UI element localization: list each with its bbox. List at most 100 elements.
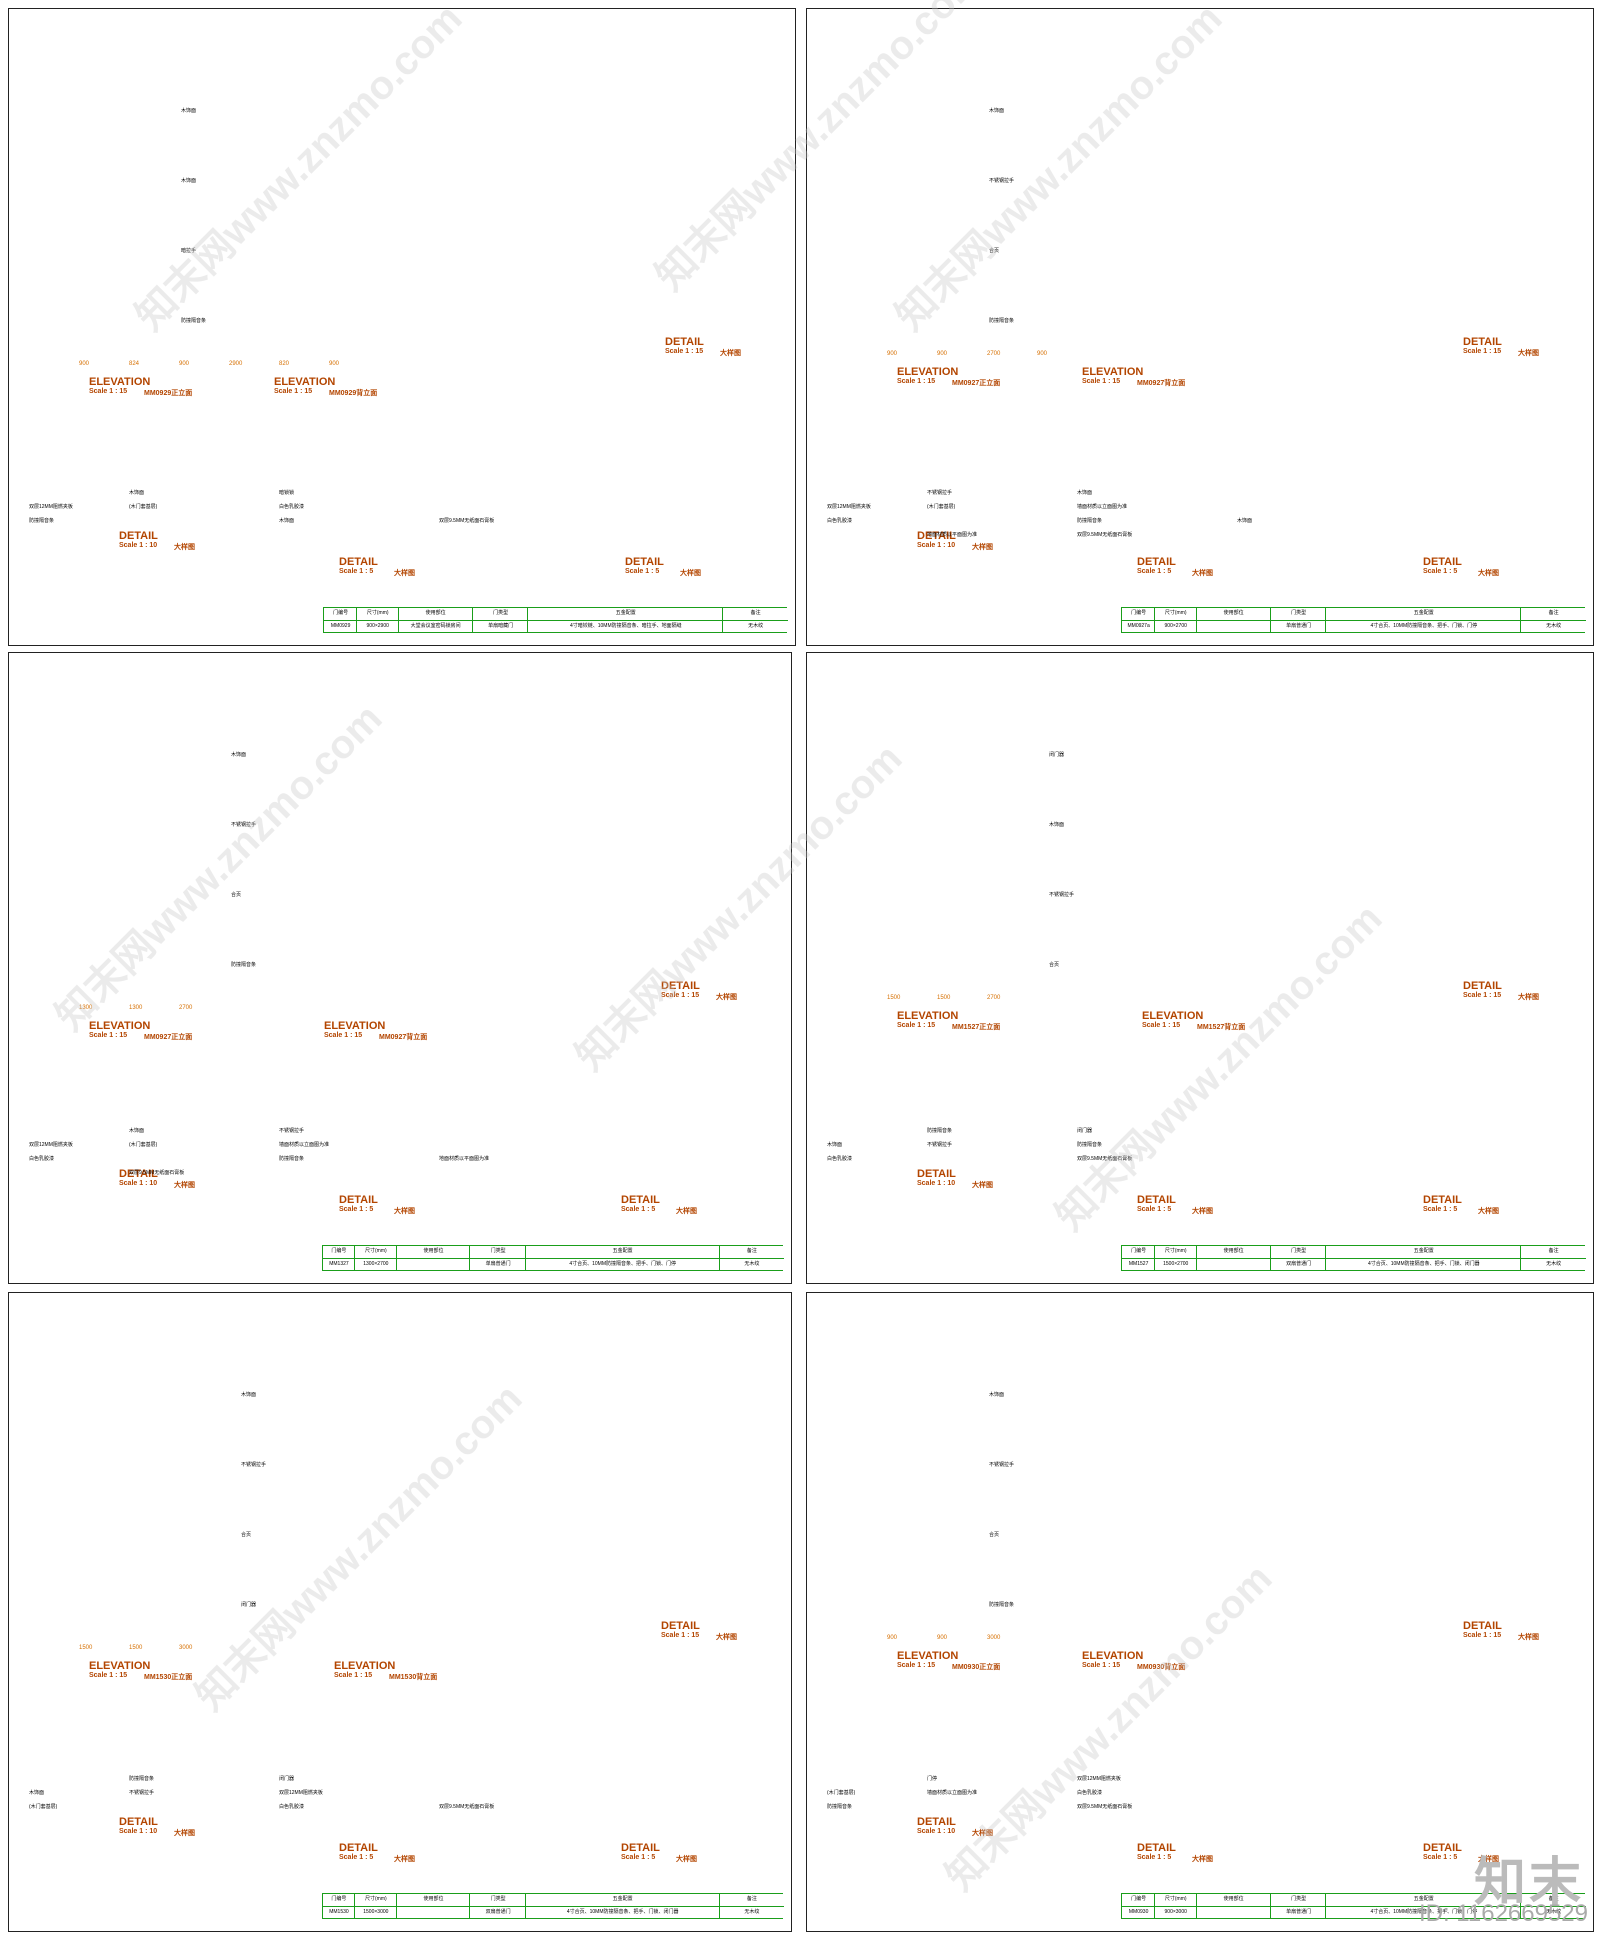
scale-label-4: Scale 1 : 10: [917, 1828, 956, 1835]
view-title-4: DETAIL: [917, 1816, 956, 1828]
scale-label-1: Scale 1 : 15: [897, 1022, 936, 1029]
material-note-9: 墙面材质以立面图为准: [1077, 504, 1128, 510]
drawing-name-5: 大样图: [1192, 1208, 1213, 1215]
title-block-header-3: 使用部位: [395, 1894, 471, 1906]
scale-label-2: Scale 1 : 15: [1082, 1662, 1121, 1669]
view-title-3: DETAIL: [665, 336, 704, 348]
view-title-1: ELEVATION: [89, 1020, 151, 1032]
material-note-4: 合页: [1049, 962, 1060, 968]
material-note-1: 木饰面: [989, 108, 1005, 114]
material-note-8: (木门套基层): [129, 504, 158, 510]
title-block-value-2: 900×2900: [355, 620, 399, 633]
view-title-6: DETAIL: [625, 556, 664, 568]
material-note-9: 白色乳胶漆: [1077, 1790, 1103, 1796]
material-note-10: 白色乳胶漆: [827, 1156, 853, 1162]
title-block-header-5: 五金配置: [1325, 1894, 1521, 1906]
dimension-3: 2700: [179, 1005, 193, 1011]
title-block-header-5: 五金配置: [1325, 608, 1521, 620]
title-block-header-4: 门类型: [471, 608, 529, 620]
title-block-header-6: 备注: [1520, 608, 1586, 620]
material-note-8: (木门套基层): [927, 504, 956, 510]
title-block-value-1: MM0930: [1121, 1906, 1155, 1919]
title-block-header-1: 门编号: [323, 608, 356, 620]
scale-label-6: Scale 1 : 5: [1423, 1854, 1458, 1861]
material-note-2: 不锈钢拉手: [241, 1462, 267, 1468]
view-title-3: DETAIL: [1463, 1620, 1502, 1632]
drawing-name-5: 大样图: [394, 1856, 415, 1863]
view-title-5: DETAIL: [1137, 556, 1176, 568]
material-note-7: 双层12MM阻燃夹板: [29, 1142, 73, 1148]
title-block-value-4: 单扇普通门: [1269, 1906, 1327, 1919]
view-title-3: DETAIL: [1463, 336, 1502, 348]
drawing-name-1: MM0927正立面: [144, 1034, 193, 1041]
dimension-3: 2700: [987, 995, 1001, 1001]
drawing-name-5: 大样图: [1192, 570, 1213, 577]
material-note-10: 防撞隔音条: [29, 518, 55, 524]
dimension-2: 824: [129, 361, 140, 367]
material-note-2: 不锈钢拉手: [231, 822, 257, 828]
title-block-header-5: 五金配置: [524, 1246, 720, 1258]
dimension-1: 900: [887, 1635, 898, 1641]
material-note-11: 双层9.5MM无纸面石膏板: [1077, 1804, 1133, 1810]
material-note-11: 防撞隔音条: [1077, 518, 1103, 524]
material-note-5: 防撞隔音条: [927, 1128, 953, 1134]
material-note-4: 闭门器: [241, 1602, 257, 1608]
dimension-2: 1300: [129, 1005, 143, 1011]
dimension-2: 900: [937, 351, 948, 357]
scale-label-3: Scale 1 : 15: [665, 348, 704, 355]
dimension-3: 900: [179, 361, 190, 367]
view-title-2: ELEVATION: [274, 376, 336, 388]
drawing-name-6: 大样图: [1478, 1856, 1499, 1863]
material-note-3: 合页: [231, 892, 242, 898]
drawing-name-6: 大样图: [680, 570, 701, 577]
drawing-name-4: 大样图: [972, 1182, 993, 1189]
title-block-header-4: 门类型: [1269, 608, 1327, 620]
view-title-1: ELEVATION: [897, 366, 959, 378]
drawing-name-2: MM0927背立面: [379, 1034, 428, 1041]
view-title-4: DETAIL: [119, 1816, 158, 1828]
material-note-3: 暗拉手: [181, 248, 197, 254]
title-block-header-3: 使用部位: [1195, 1246, 1271, 1258]
dimension-1: 1500: [79, 1645, 93, 1651]
view-title-4: DETAIL: [119, 530, 158, 542]
view-title-4: DETAIL: [917, 530, 956, 542]
view-title-1: ELEVATION: [89, 376, 151, 388]
drawing-name-2: MM0927背立面: [1137, 380, 1186, 387]
title-block-header-6: 备注: [722, 608, 788, 620]
material-note-11: 白色乳胶漆: [279, 1804, 305, 1810]
dimension-1: 1500: [887, 995, 901, 1001]
drawing-name-6: 大样图: [676, 1856, 697, 1863]
drawing-name-5: 大样图: [1192, 1856, 1213, 1863]
dimension-3: 3000: [179, 1645, 193, 1651]
material-note-1: 木饰面: [989, 1392, 1005, 1398]
drawing-name-1: MM0927正立面: [952, 380, 1001, 387]
material-note-5: 木饰面: [129, 1128, 145, 1134]
material-note-10: 白色乳胶漆: [827, 518, 853, 524]
title-block-header-4: 门类型: [469, 1894, 525, 1906]
title-block-value-5: 4寸合页、10MM防撞隔音条、把手、门锁、门停: [1325, 620, 1522, 633]
material-note-7: 木饰面: [29, 1790, 45, 1796]
scale-label-3: Scale 1 : 15: [661, 1632, 700, 1639]
title-block-value-4: 单扇普通门: [469, 1258, 526, 1271]
dimension-1: 900: [79, 361, 90, 367]
view-title-3: DETAIL: [661, 1620, 700, 1632]
scale-label-5: Scale 1 : 5: [1137, 1206, 1172, 1213]
view-title-2: ELEVATION: [1082, 366, 1144, 378]
view-title-1: ELEVATION: [89, 1660, 151, 1672]
title-block-header-1: 门编号: [1121, 608, 1154, 620]
view-title-5: DETAIL: [1137, 1842, 1176, 1854]
title-block-value-5: 4寸合页、10MM防撞隔音条、把手、门锁、闭门器: [524, 1906, 720, 1919]
material-note-6: 不锈钢拉手: [279, 1128, 305, 1134]
drawing-name-6: 大样图: [676, 1208, 697, 1215]
scale-label-1: Scale 1 : 15: [897, 378, 936, 385]
drawing-name-6: 大样图: [1478, 570, 1499, 577]
material-note-12: 双层9.5MM无纸面石膏板: [439, 518, 495, 524]
drawing-name-3: 大样图: [720, 350, 741, 357]
view-title-2: ELEVATION: [1142, 1010, 1204, 1022]
title-block-value-4: 双扇普通门: [469, 1906, 526, 1919]
view-title-6: DETAIL: [621, 1194, 660, 1206]
material-note-2: 木饰面: [181, 178, 197, 184]
material-note-7: 木饰面: [827, 1142, 843, 1148]
title-block-value-1: MM1327: [321, 1258, 356, 1271]
